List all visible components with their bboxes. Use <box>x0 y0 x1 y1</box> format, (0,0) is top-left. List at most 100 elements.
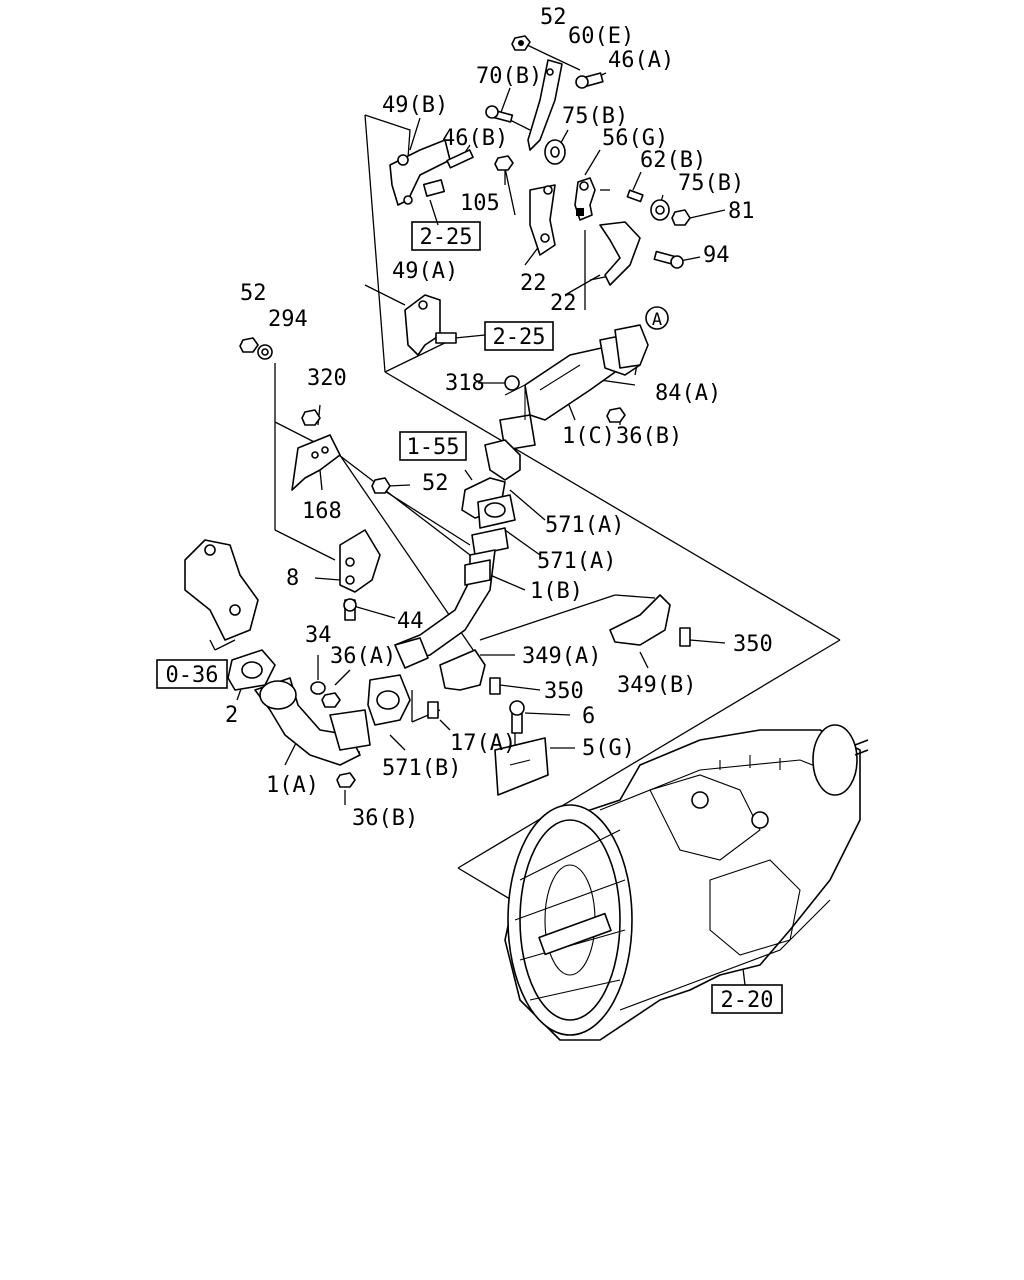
gasket-84a <box>614 324 649 369</box>
svg-text:2-25: 2-25 <box>493 325 546 350</box>
callout-52-left: 52 <box>240 281 267 306</box>
bolt-2-25 <box>435 332 457 344</box>
bolt-6 <box>509 700 525 734</box>
bolt-17a <box>427 701 439 719</box>
clamp-349a <box>439 649 486 691</box>
svg-text:0-36: 0-36 <box>166 663 219 688</box>
callout-44: 44 <box>397 609 424 634</box>
flange-571b <box>367 674 411 726</box>
nut-36a <box>321 692 341 708</box>
bracket-56g <box>574 177 596 221</box>
bolt-350 <box>489 627 691 695</box>
svg-text:2-20: 2-20 <box>721 988 774 1013</box>
clamp-22-left <box>529 184 556 256</box>
bolt-94 <box>653 250 684 269</box>
callout-49a: 49(A) <box>392 259 458 284</box>
bracket-8 <box>339 529 381 593</box>
callout-1c: 1(C) <box>562 424 615 449</box>
pipe-1a <box>254 677 371 766</box>
washer-34 <box>310 681 326 695</box>
callout-350-right: 350 <box>733 632 773 657</box>
nut-36b-upper <box>606 407 626 423</box>
callout-320: 320 <box>307 366 347 391</box>
nut-81 <box>671 209 691 226</box>
bracket-49b <box>389 139 451 206</box>
pipe-1b <box>394 549 496 669</box>
callout-52-top: 52 <box>540 5 567 30</box>
marker-a: A <box>645 306 669 330</box>
callout-34: 34 <box>305 623 332 648</box>
callout-6: 6 <box>582 704 595 729</box>
callout-1a: 1(A) <box>266 773 319 798</box>
callout-22-right: 22 <box>550 291 577 316</box>
clamp-22-right <box>599 221 641 286</box>
flange-571a <box>461 439 521 556</box>
ref-box-2-25-lower: 2-25 <box>484 321 554 351</box>
ref-box-0-36: 0-36 <box>156 659 228 689</box>
bolt-46a <box>575 72 604 89</box>
callout-46a: 46(A) <box>608 48 674 73</box>
callout-294: 294 <box>268 307 308 332</box>
bolt-318 <box>504 375 520 391</box>
callout-94: 94 <box>703 243 730 268</box>
bolt-46b <box>422 149 474 197</box>
callout-349a: 349(A) <box>522 644 601 669</box>
callout-52-middle: 52 <box>422 471 449 496</box>
plate-5g <box>494 737 549 796</box>
nut-105 <box>494 155 514 171</box>
callout-62b: 62(B) <box>640 148 706 173</box>
callout-46b: 46(B) <box>442 126 508 151</box>
callout-81: 81 <box>728 199 755 224</box>
callout-75b-right: 75(B) <box>678 171 744 196</box>
ref-box-1-55: 1-55 <box>399 431 467 461</box>
callout-56g: 56(G) <box>602 126 668 151</box>
callout-8: 8 <box>286 566 299 591</box>
callout-571a-2: 571(A) <box>537 549 616 574</box>
exhaust-manifold-outlet <box>184 539 259 641</box>
callout-60e: 60(E) <box>568 24 634 49</box>
gasket-2 <box>227 649 276 691</box>
callout-168: 168 <box>302 499 342 524</box>
nut-52-middle <box>371 477 391 494</box>
callout-labels: 52 60(E) 70(B) 46(A) 49(B) 75(B) 46(B) 5… <box>225 5 773 831</box>
ref-box-2-25-upper: 2-25 <box>411 221 481 251</box>
callout-1b: 1(B) <box>530 579 583 604</box>
nut-320 <box>301 409 321 426</box>
callout-17a: 17(A) <box>450 731 516 756</box>
callout-49b: 49(B) <box>382 93 448 118</box>
callout-571b: 571(B) <box>382 756 461 781</box>
svg-text:1-55: 1-55 <box>407 435 460 460</box>
callout-5g: 5(G) <box>582 736 635 761</box>
leader-lines <box>209 42 841 986</box>
bracket-60e <box>527 59 563 151</box>
svg-text:2-25: 2-25 <box>420 225 473 250</box>
nut-52-left <box>239 337 259 353</box>
nut-36b-lower <box>336 772 356 788</box>
callout-36b-lower: 36(B) <box>352 806 418 831</box>
callout-36b-upper: 36(B) <box>616 424 682 449</box>
clamp-349b <box>609 594 671 646</box>
svg-text:A: A <box>652 310 662 330</box>
bracket-168 <box>291 434 341 491</box>
callout-70b: 70(B) <box>476 64 542 89</box>
callout-318: 318 <box>445 371 485 396</box>
bracket-49a <box>404 294 441 356</box>
callout-22-left: 22 <box>520 271 547 296</box>
callout-350-left: 350 <box>544 679 584 704</box>
callout-84a: 84(A) <box>655 381 721 406</box>
bushing-75b-top <box>544 139 566 165</box>
callout-105: 105 <box>460 191 500 216</box>
pin-62b <box>626 189 644 203</box>
callout-2: 2 <box>225 703 238 728</box>
callout-349b: 349(B) <box>617 673 696 698</box>
callout-571a-1: 571(A) <box>545 513 624 538</box>
callout-75b-top: 75(B) <box>562 104 628 129</box>
nut-52-top <box>511 35 531 51</box>
transmission-2-20 <box>504 724 869 1041</box>
bushing-75b-right <box>650 199 670 221</box>
ref-box-2-20: 2-20 <box>711 984 783 1014</box>
washer-294 <box>257 344 273 360</box>
bolt-44 <box>343 598 357 621</box>
